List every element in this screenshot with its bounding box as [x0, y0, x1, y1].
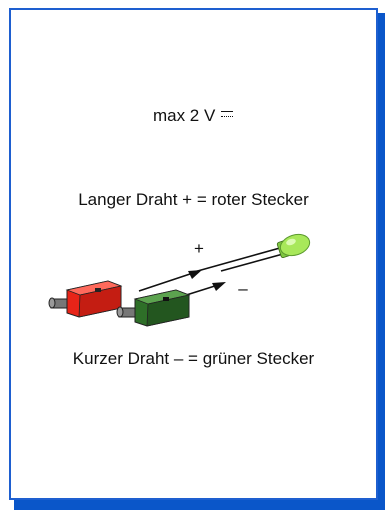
short-wire-label: Kurzer Draht – = grüner Stecker [72, 349, 315, 368]
plus-sign: + [194, 239, 204, 258]
voltage-label: max 2 V [11, 106, 376, 126]
led-plug-illustration: + – [48, 233, 311, 327]
arrow-icon [138, 270, 202, 292]
long-wire-label: Langer Draht + = roter Stecker [78, 190, 309, 209]
dc-symbol-icon [220, 109, 234, 121]
green-plug-icon [116, 289, 191, 327]
led-icon [276, 233, 311, 259]
red-plug-icon [48, 280, 123, 318]
voltage-text: max 2 V [152, 106, 216, 125]
instruction-card: max 2 V Langer Draht + = roter Stecker +… [9, 8, 378, 500]
minus-sign: – [238, 279, 248, 298]
